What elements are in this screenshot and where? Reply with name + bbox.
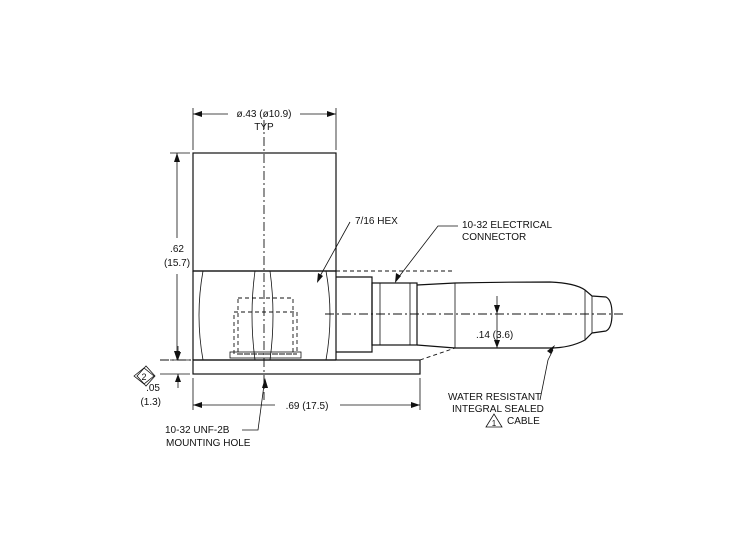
connector-label-1: 10-32 ELECTRICAL <box>462 220 552 231</box>
cable-label-2: INTEGRAL SEALED <box>452 404 544 415</box>
callout-cable: WATER RESISTANT INTEGRAL SEALED CABLE 1 <box>448 345 555 428</box>
cable-dia-label: .14 (3.6) <box>476 330 513 341</box>
dimension-cable: .14 (3.6) <box>476 296 513 348</box>
mount-label-2: MOUNTING HOLE <box>166 438 251 449</box>
typ-label: TYP <box>254 122 274 133</box>
hex-label: 7/16 HEX <box>355 216 398 227</box>
sensor-body <box>192 152 421 375</box>
height-in-label: .62 <box>170 244 184 255</box>
height-mm-label: (15.7) <box>164 258 190 269</box>
cable-label-3: CABLE <box>507 416 540 427</box>
dimension-height: .62 (15.7) <box>164 152 190 361</box>
dimension-base: .05 (1.3) 2 <box>133 346 190 408</box>
base-mm-label: (1.3) <box>140 397 161 408</box>
sealed-cable <box>336 270 613 361</box>
note2-label: 2 <box>141 372 146 382</box>
center-lines <box>160 120 625 400</box>
callout-connector: 10-32 ELECTRICAL CONNECTOR <box>395 220 552 283</box>
diameter-label: ø.43 (ø10.9) <box>236 109 291 120</box>
electrical-connector <box>336 276 418 353</box>
callout-hex: 7/16 HEX <box>317 216 398 283</box>
connector-label-2: CONNECTOR <box>462 232 526 243</box>
callout-mounting-hole: 10-32 UNF-2B MOUNTING HOLE <box>165 378 268 449</box>
mounting-hole-hidden <box>229 297 302 359</box>
dimension-length: .69 (17.5) <box>192 378 421 412</box>
note1-label: 1 <box>492 419 497 428</box>
base-in-label: .05 <box>146 383 160 394</box>
length-label: .69 (17.5) <box>286 401 329 412</box>
mount-label-1: 10-32 UNF-2B <box>165 425 230 436</box>
dimension-diameter: ø.43 (ø10.9) TYP <box>192 108 337 150</box>
cable-label-1: WATER RESISTANT <box>448 392 541 403</box>
